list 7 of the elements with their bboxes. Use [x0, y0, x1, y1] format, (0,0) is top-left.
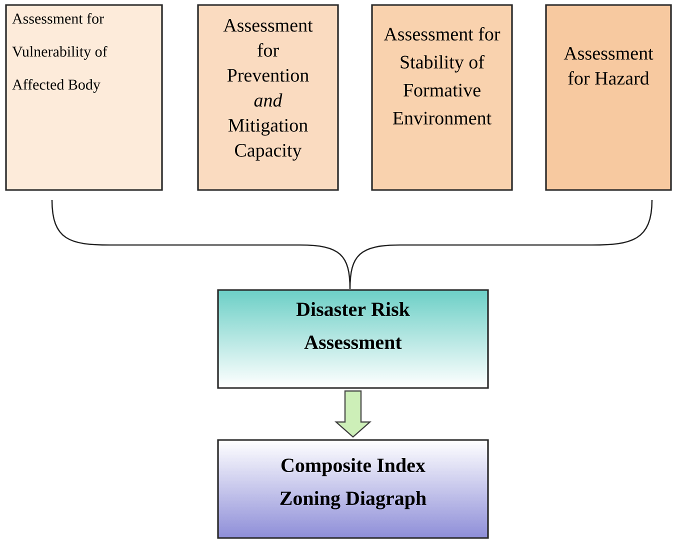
assessment-box: Assessment for Vulnerability of Affected Body [5, 4, 163, 191]
process-box: Composite Index Zoning Diagraph [217, 439, 489, 539]
process-box: Disaster Risk Assessment [217, 289, 489, 389]
assessment-box: Assessment for Hazard [545, 4, 672, 191]
block-arrow [334, 390, 372, 438]
assessment-box: Assessment for Prevention and Mitigation Capacity [197, 4, 339, 191]
assessment-box: Assessment for Stability of Formative Environment [371, 4, 513, 191]
